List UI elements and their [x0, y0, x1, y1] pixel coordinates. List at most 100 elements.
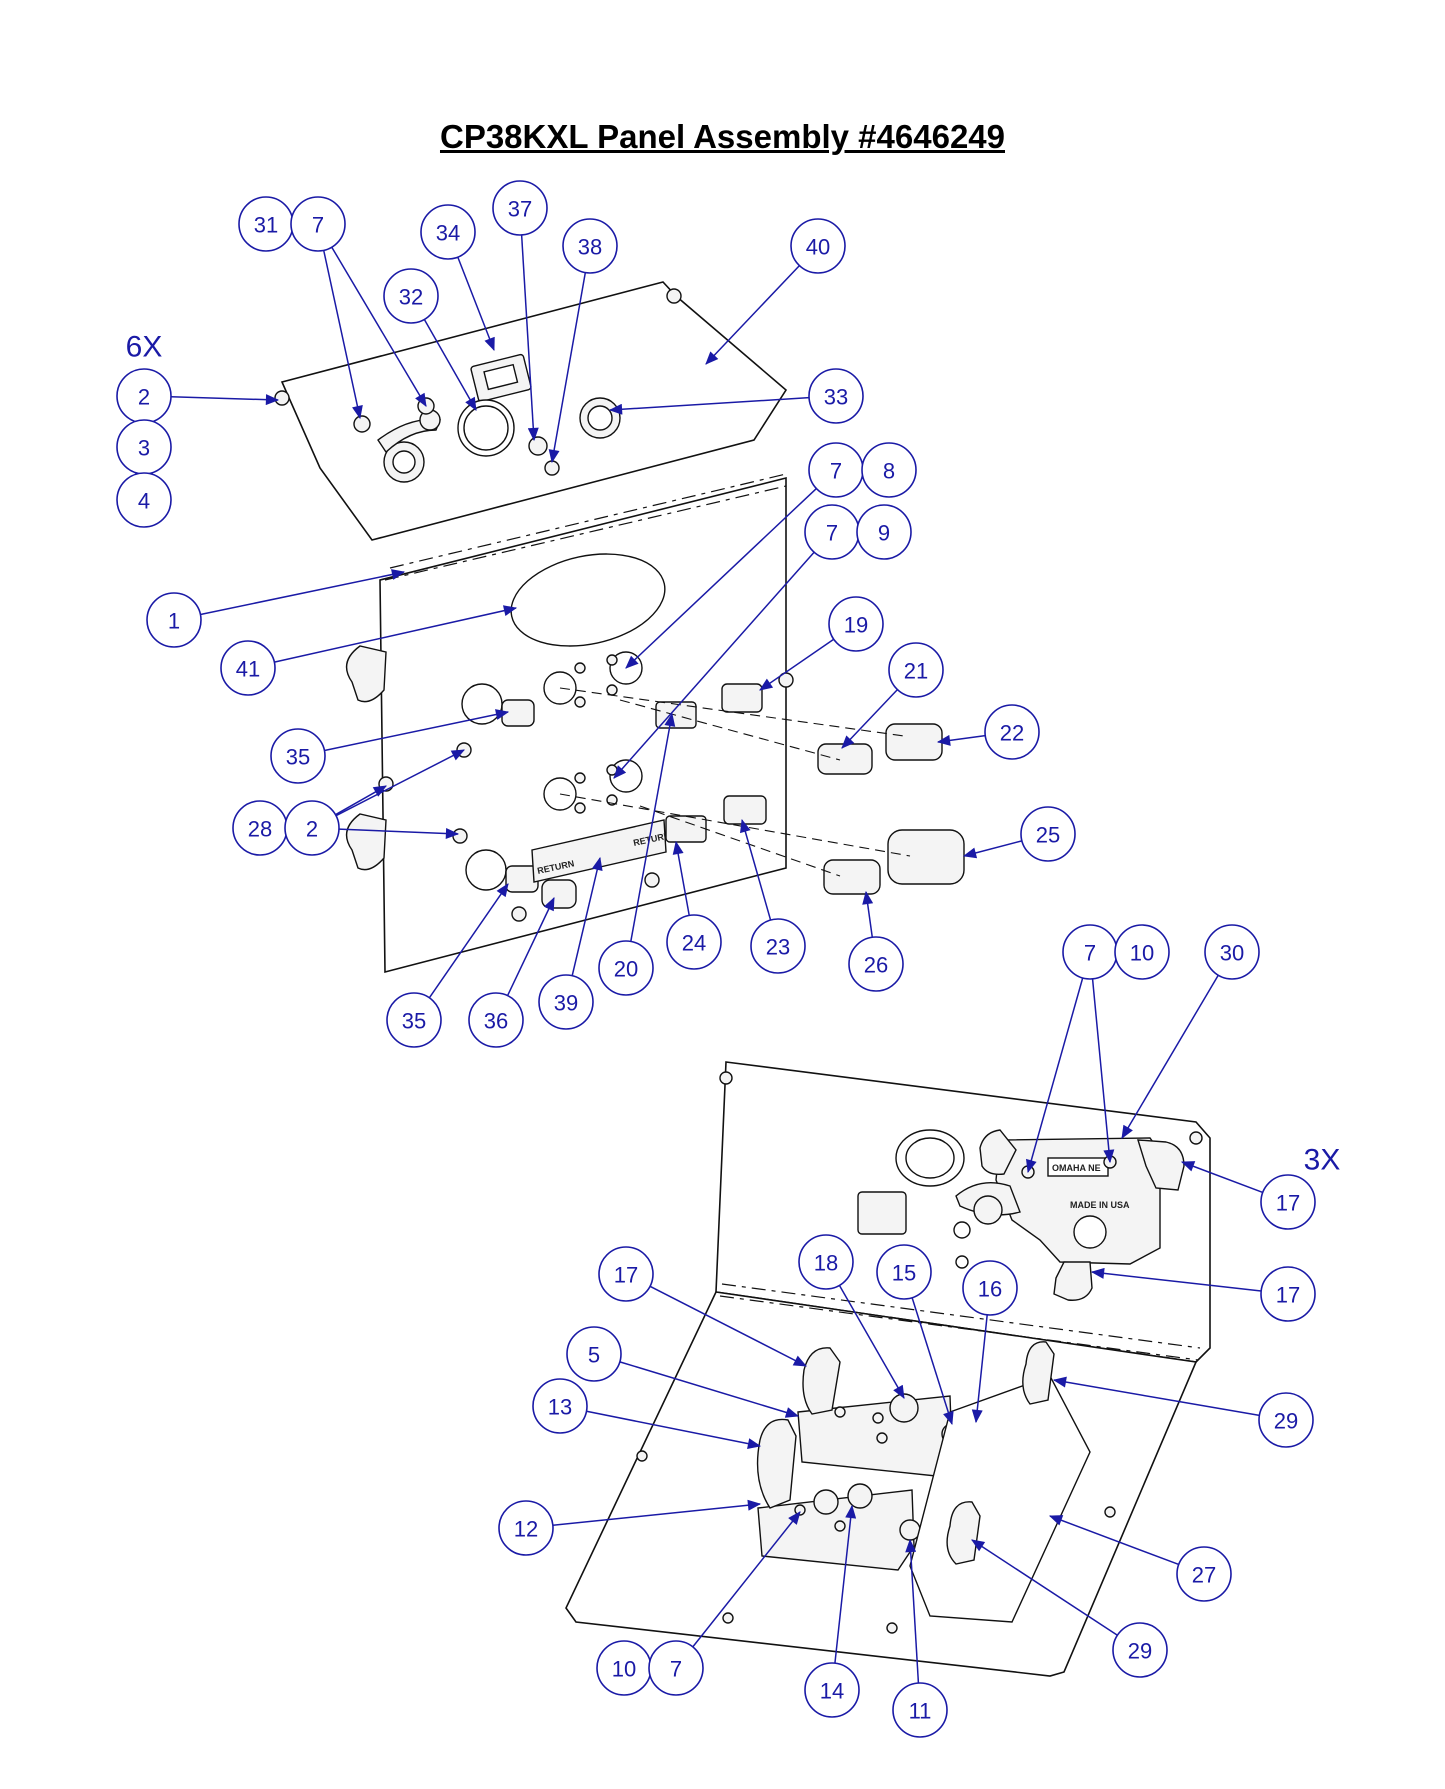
leader-c2a: [170, 394, 280, 406]
callout-number: 10: [1130, 941, 1154, 966]
callout-circle: [290, 196, 346, 252]
lower-panel: OMAHA NE MADE IN USA: [565, 1061, 1211, 1677]
callout-c7a: 7: [290, 196, 346, 252]
callout-c35a: 35: [270, 728, 326, 784]
callout-c14: 14: [804, 1662, 860, 1718]
callout-number: 7: [670, 1657, 682, 1682]
ring-seal-inner: [463, 405, 509, 451]
callout-circle: [798, 1234, 854, 1290]
callout-circle: [420, 204, 476, 260]
leader-c11: [905, 1538, 920, 1684]
label-ellipse: [510, 553, 666, 647]
callout-number: 8: [883, 459, 895, 484]
callout-number: 2: [306, 817, 318, 842]
callout-c33: 33: [808, 368, 864, 424]
small-light: [528, 436, 548, 456]
callout-number: 9: [878, 521, 890, 546]
callout-c26: 26: [848, 936, 904, 992]
callout-c18: 18: [798, 1234, 854, 1290]
bolt-1d: [606, 684, 618, 696]
callout-circle: [804, 1662, 860, 1718]
callout-number: 33: [824, 385, 848, 410]
callout-circle: [566, 1326, 622, 1382]
callout-circle: [888, 642, 944, 698]
callout-c2b: 2: [284, 800, 340, 856]
callout-number: 29: [1128, 1639, 1152, 1664]
nipple-return: [541, 879, 577, 909]
manifold-bolt-a: [834, 1406, 846, 1418]
small-fitting-a: [953, 1221, 971, 1239]
callout-c29a: 29: [1258, 1392, 1314, 1448]
leader-c29b: [971, 1539, 1118, 1636]
callout-circle: [468, 992, 524, 1048]
leader-c15: [911, 1297, 954, 1426]
leader-c30: [1121, 974, 1219, 1139]
callout-c34: 34: [420, 204, 476, 260]
callout-number: 3: [138, 436, 150, 461]
callout-number: 17: [1276, 1283, 1300, 1308]
callout-circle: [1204, 924, 1260, 980]
leader-c1: [200, 569, 406, 616]
screw-top-right: [666, 288, 682, 304]
callout-number: 17: [614, 1263, 638, 1288]
leader-c14: [834, 1504, 857, 1664]
callout-c1: 1: [146, 592, 202, 648]
leader-c26: [862, 890, 874, 938]
leader-c35b: [428, 883, 509, 999]
lower-screw-right: [1189, 1131, 1203, 1145]
leader-c29a: [1052, 1376, 1260, 1417]
bolt-2a: [574, 772, 586, 784]
callout-c13: 13: [532, 1378, 588, 1434]
callout-circle: [750, 918, 806, 974]
fitting-18: [889, 1393, 919, 1423]
callout-number: 26: [864, 953, 888, 978]
lower-panel-floor-face: [565, 1291, 1198, 1677]
callout-c4: 4: [116, 472, 172, 528]
lever-mount-left: [353, 415, 371, 433]
callout-c10a: 10: [1114, 924, 1170, 980]
callout-number: 7: [1084, 941, 1096, 966]
leader-c35a: [324, 709, 510, 752]
callout-number: 37: [508, 197, 532, 222]
leader-c7d: [1025, 977, 1084, 1174]
callout-c17a: 17: [1260, 1174, 1316, 1230]
callout-circle: [1176, 1546, 1232, 1602]
coupler-25: [887, 829, 965, 885]
axis-line-lower: [559, 793, 911, 857]
bolt-2c: [606, 764, 618, 776]
fitting-24: [665, 815, 707, 843]
callout-c8: 8: [861, 442, 917, 498]
callout-c3: 3: [116, 419, 172, 475]
callout-c27: 27: [1176, 1546, 1232, 1602]
callout-circle: [808, 368, 864, 424]
callout-c17b: 17: [1260, 1266, 1316, 1322]
upper-panel: RETURN RETURN: [274, 281, 965, 974]
callout-number: 28: [248, 817, 272, 842]
axis-line-upper: [619, 699, 841, 761]
callout-c10b: 10: [596, 1640, 652, 1696]
leader-c22: [936, 734, 986, 746]
callout-number: 32: [399, 285, 423, 310]
callout-c2a: 2: [116, 368, 172, 424]
fitting-22: [885, 723, 943, 761]
callout-circle: [270, 728, 326, 784]
callout-circle: [532, 1378, 588, 1434]
pump-brand-label: OMAHA NE: [1052, 1163, 1101, 1173]
callout-c38: 38: [562, 218, 618, 274]
callout-c12: 12: [498, 1500, 554, 1556]
knob-center: [392, 450, 416, 474]
axis-line-top: [559, 687, 905, 737]
callout-number: 12: [514, 1517, 538, 1542]
callout-circle: [1260, 1266, 1316, 1322]
bolt-1c: [606, 654, 618, 666]
callout-c20: 20: [598, 940, 654, 996]
callout-c22: 22: [984, 704, 1040, 760]
callout-c5: 5: [566, 1326, 622, 1382]
leader-c17a: [1180, 1161, 1264, 1194]
lower-screw-left: [719, 1071, 733, 1085]
axis-line-bottom: [639, 805, 841, 877]
callout-number: 5: [588, 1343, 600, 1368]
callout-number: 40: [806, 235, 830, 260]
callout-number: 25: [1036, 823, 1060, 848]
lower-bend-line: [721, 1283, 1201, 1349]
